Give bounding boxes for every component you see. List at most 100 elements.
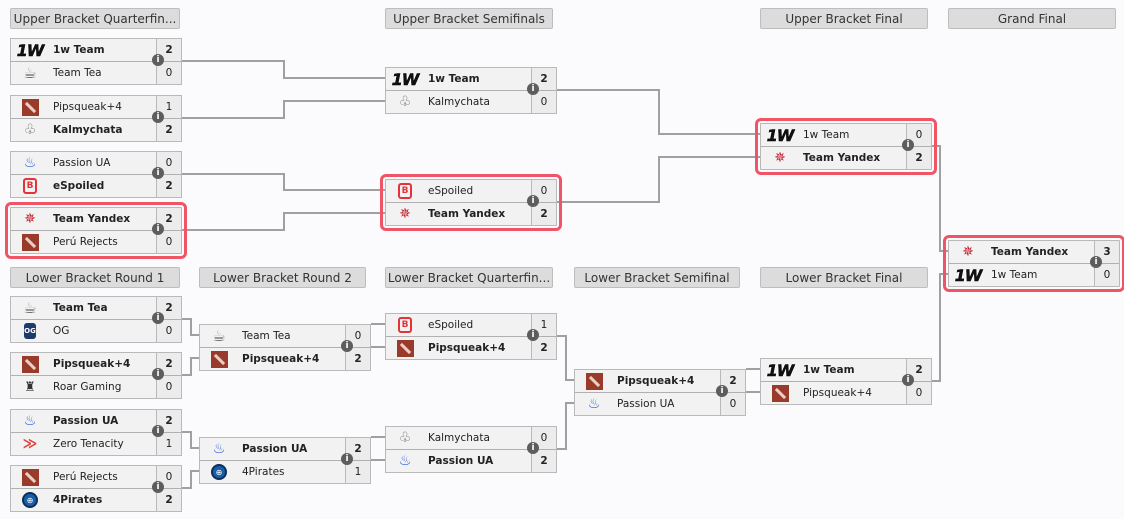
team-row[interactable]: B eSpoiled 2 xyxy=(11,174,181,197)
team-row[interactable]: ⊕ 4Pirates 1 xyxy=(200,460,370,483)
team-row[interactable]: Pipsqueak+4 0 xyxy=(761,381,931,404)
team-row[interactable]: ♨ Passion UA 2 xyxy=(386,449,556,472)
round-header-lbf: Lower Bracket Final xyxy=(760,267,928,288)
match-lbr1d[interactable]: Perú Rejects 0 ⊕ 4Pirates 2 i xyxy=(10,465,182,512)
team-logo: ⊕ xyxy=(11,490,49,510)
match-info-icon[interactable]: i xyxy=(527,442,539,454)
match-info-icon[interactable]: i xyxy=(527,195,539,207)
team-name: Team Yandex xyxy=(991,246,1069,258)
team-row[interactable]: Pipsqueak+4 2 xyxy=(200,347,370,370)
team-name: 4Pirates xyxy=(53,494,103,506)
match-lbqf2[interactable]: ♧ Kalmychata 0 ♨ Passion UA 2 i xyxy=(385,426,557,473)
match-info-icon[interactable]: i xyxy=(152,368,164,380)
match-lbr1c[interactable]: ♨ Passion UA 2 ≫ Zero Tenacity 1 i xyxy=(10,409,182,456)
match-gf[interactable]: ✵ Team Yandex 3 1W 1w Team 0 i xyxy=(943,235,1124,292)
match-ubf[interactable]: 1W 1w Team 0 ✵ Team Yandex 2 i xyxy=(755,118,937,175)
connector-line xyxy=(172,60,385,79)
team-row[interactable]: ♜ Roar Gaming 0 xyxy=(11,375,181,398)
match-lbr2b[interactable]: ♨ Passion UA 2 ⊕ 4Pirates 1 i xyxy=(199,437,371,484)
match-info-icon[interactable]: i xyxy=(152,54,164,66)
team-row[interactable]: ☕ Team Tea 0 xyxy=(11,61,181,84)
team-name: Team Yandex xyxy=(803,152,881,164)
team-name: Perú Rejects xyxy=(53,471,118,483)
team-tea-logo-icon: ☕ xyxy=(23,64,37,82)
passion-ua-logo-icon: ♨ xyxy=(23,413,37,429)
team-name: Zero Tenacity xyxy=(53,438,124,450)
match-info-icon[interactable]: i xyxy=(152,223,164,235)
team-row[interactable]: ♨ Passion UA 0 xyxy=(575,392,745,415)
match-info-icon[interactable]: i xyxy=(341,453,353,465)
team-row[interactable]: ✵ Team Yandex 2 xyxy=(761,146,931,169)
match-info-icon[interactable]: i xyxy=(1090,256,1102,268)
1w-team-logo-icon: 1W xyxy=(391,69,419,89)
team-name: Team Yandex xyxy=(53,213,131,225)
team-logo: ♧ xyxy=(11,120,49,140)
round-header-ubqf: Upper Bracket Quarterfin... xyxy=(10,8,180,29)
team-logo: 1W xyxy=(11,40,49,60)
match-lbf[interactable]: 1W 1w Team 2 Pipsqueak+4 0 i xyxy=(760,358,932,405)
match-ubsf1[interactable]: 1W 1w Team 2 ♧ Kalmychata 0 i xyxy=(385,67,557,114)
dota-logo-icon xyxy=(585,372,603,390)
team-name: Passion UA xyxy=(428,455,494,467)
connector-line xyxy=(172,100,385,119)
match-info-icon[interactable]: i xyxy=(152,312,164,324)
team-row[interactable]: ✵ Team Yandex 2 xyxy=(386,202,556,225)
connector-line xyxy=(547,89,760,135)
match-ubqf2[interactable]: Pipsqueak+4 1 ♧ Kalmychata 2 i xyxy=(10,95,182,142)
team-row[interactable]: OG OG 0 xyxy=(11,319,181,342)
match-info-icon[interactable]: i xyxy=(152,425,164,437)
team-row[interactable]: ≫ Zero Tenacity 1 xyxy=(11,432,181,455)
match-lbr2a[interactable]: ☕ Team Tea 0 Pipsqueak+4 2 i xyxy=(199,324,371,371)
team-logo xyxy=(11,97,49,117)
team-logo xyxy=(386,338,424,358)
match-lbr1a[interactable]: ☕ Team Tea 2 OG OG 0 i xyxy=(10,296,182,343)
team-logo: ♨ xyxy=(200,439,238,459)
match-info-icon[interactable]: i xyxy=(527,83,539,95)
match-info-icon[interactable]: i xyxy=(152,167,164,179)
team-name: eSpoiled xyxy=(428,319,474,331)
team-row[interactable]: B eSpoiled 1 xyxy=(386,314,556,336)
team-row[interactable]: ⊕ 4Pirates 2 xyxy=(11,488,181,511)
match-ubqf4[interactable]: ✵ Team Yandex 2 Perú Rejects 0 i xyxy=(5,202,187,259)
match-lbqf1[interactable]: B eSpoiled 1 Pipsqueak+4 2 i xyxy=(385,313,557,360)
match-info-icon[interactable]: i xyxy=(716,385,728,397)
team-score: 0 xyxy=(1094,264,1119,286)
team-score: 0 xyxy=(156,376,181,398)
team-logo: ♨ xyxy=(386,451,424,471)
team-row[interactable]: Pipsqueak+4 2 xyxy=(386,336,556,359)
team-row[interactable]: Pipsqueak+4 1 xyxy=(11,96,181,118)
team-name: OG xyxy=(53,325,70,337)
match-info-icon[interactable]: i xyxy=(341,340,353,352)
team-score: 0 xyxy=(720,393,745,415)
match-info-icon[interactable]: i xyxy=(527,329,539,341)
team-row[interactable]: Perú Rejects 0 xyxy=(11,466,181,488)
team-name: Pipsqueak+4 xyxy=(53,358,131,370)
kalmychata-logo-icon: ♧ xyxy=(23,122,37,138)
team-row[interactable]: 1W 1w Team 0 xyxy=(949,263,1119,286)
team-row[interactable]: ♨ Passion UA 2 xyxy=(200,438,370,460)
match-ubqf3[interactable]: ♨ Passion UA 0 B eSpoiled 2 i xyxy=(10,151,182,198)
match-info-icon[interactable]: i xyxy=(902,139,914,151)
match-lbsf[interactable]: Pipsqueak+4 2 ♨ Passion UA 0 i xyxy=(574,369,746,416)
1w-team-logo-icon: 1W xyxy=(766,125,794,145)
team-row[interactable]: ♧ Kalmychata 2 xyxy=(11,118,181,141)
team-score: 1 xyxy=(156,433,181,455)
match-info-icon[interactable]: i xyxy=(902,374,914,386)
dota-logo-icon xyxy=(21,468,39,486)
team-logo: ♧ xyxy=(386,92,424,112)
match-ubqf1[interactable]: 1W 1w Team 2 ☕ Team Tea 0 i xyxy=(10,38,182,85)
team-logo xyxy=(200,349,238,369)
team-yandex-logo-icon: ✵ xyxy=(774,150,786,166)
match-ubsf2[interactable]: B eSpoiled 0 ✵ Team Yandex 2 i xyxy=(380,174,562,231)
match-info-icon[interactable]: i xyxy=(152,111,164,123)
team-row[interactable]: ♧ Kalmychata 0 xyxy=(386,90,556,113)
team-row[interactable]: Pipsqueak+4 2 xyxy=(11,353,181,375)
team-name: Roar Gaming xyxy=(53,381,122,393)
team-name: 1w Team xyxy=(53,44,105,56)
team-score: 2 xyxy=(531,203,556,225)
match-info-icon[interactable]: i xyxy=(152,481,164,493)
match-lbr1b[interactable]: Pipsqueak+4 2 ♜ Roar Gaming 0 i xyxy=(10,352,182,399)
team-row[interactable]: Perú Rejects 0 xyxy=(11,230,181,253)
4pirates-logo-icon: ⊕ xyxy=(22,492,38,508)
team-row[interactable]: ✵ Team Yandex 3 xyxy=(949,241,1119,263)
